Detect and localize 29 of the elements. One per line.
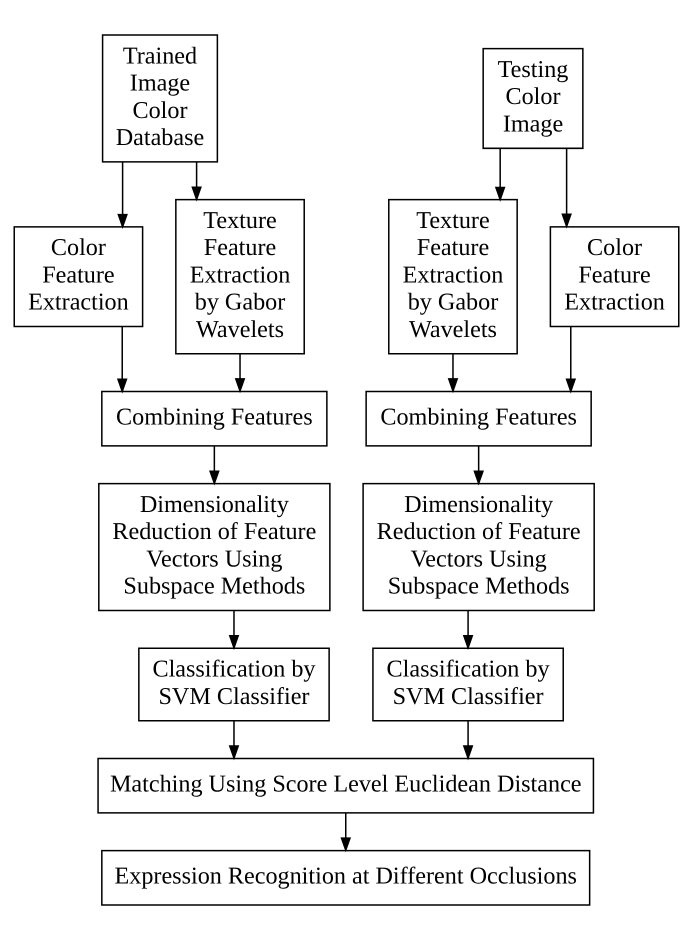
arrow bbox=[561, 148, 572, 228]
arrow bbox=[228, 720, 240, 760]
node-box: Classification by SVM Classifier bbox=[372, 646, 564, 721]
node-box: Trained Image Color Database bbox=[102, 34, 218, 162]
arrow bbox=[340, 812, 352, 852]
arrow bbox=[117, 162, 128, 228]
node-box: Classification by SVM Classifier bbox=[138, 646, 330, 721]
arrow bbox=[228, 610, 240, 650]
node-box: Testing Color Image bbox=[482, 47, 584, 149]
node-box: Combining Features bbox=[101, 390, 328, 446]
node-box: Matching Using Score Level Euclidean Distance bbox=[97, 757, 594, 814]
arrow bbox=[116, 326, 128, 394]
arrow bbox=[565, 326, 576, 394]
arrow bbox=[191, 162, 202, 202]
node-box: Combining Features bbox=[365, 390, 592, 446]
arrow bbox=[234, 353, 246, 393]
arrow bbox=[494, 148, 506, 202]
node-box: Expression Recognition at Different Occlusions bbox=[101, 849, 590, 906]
node-box: Texture Feature Extraction by Gabor Wavelets bbox=[175, 198, 305, 354]
node-box: Color Feature Extraction bbox=[13, 226, 144, 327]
arrow bbox=[462, 610, 474, 650]
node-box: Dimensionality Reduction of Feature Vectors Using Subspace Methods bbox=[362, 482, 595, 611]
arrow bbox=[448, 353, 458, 393]
node-box: Texture Feature Extraction by Gabor Wavelets bbox=[388, 198, 518, 354]
node-box: Color Feature Extraction bbox=[550, 226, 680, 327]
arrow bbox=[473, 445, 484, 486]
node-box: Dimensionality Reduction of Feature Vectors Using Subspace Methods bbox=[98, 482, 331, 611]
arrow bbox=[209, 445, 220, 486]
arrow bbox=[462, 720, 474, 760]
